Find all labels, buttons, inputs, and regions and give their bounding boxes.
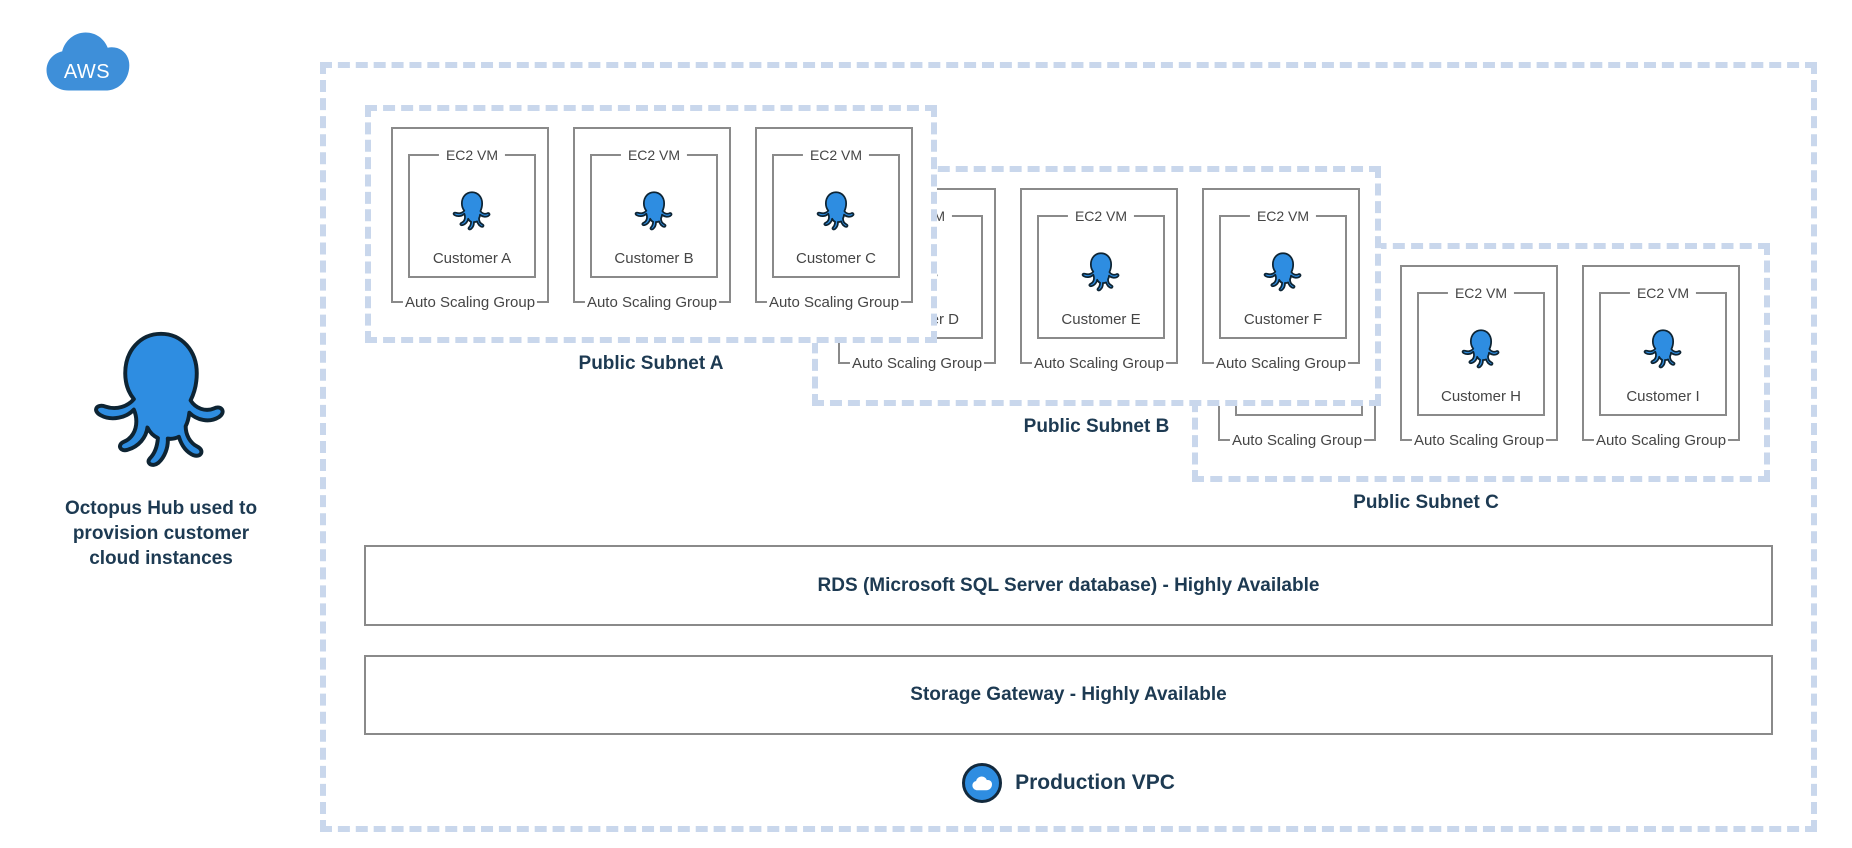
storage-gateway-label: Storage Gateway - Highly Available bbox=[910, 684, 1227, 705]
ec2-vm-box: EC2 VM Customer C bbox=[772, 147, 900, 278]
octopus-icon bbox=[815, 186, 857, 232]
hub-caption: Octopus Hub used to provision customer c… bbox=[64, 498, 258, 569]
customer-label: Customer A bbox=[432, 250, 512, 267]
public-subnet-c: EC2 VM Customer G Auto Scaling Group EC2… bbox=[1192, 243, 1770, 513]
ec2-vm-label: EC2 VM bbox=[620, 147, 688, 163]
subnet-label: Public Subnet A bbox=[578, 353, 724, 374]
subnet-label: Public Subnet B bbox=[1023, 416, 1170, 437]
asg-box: EC2 VM Customer B Auto Scaling Group bbox=[573, 127, 731, 311]
public-subnet-a: EC2 VM Customer A Auto Scaling Group EC2… bbox=[365, 105, 937, 374]
ec2-vm-box: EC2 VM Customer I bbox=[1599, 285, 1727, 416]
vpc-cloud-icon bbox=[962, 763, 1003, 803]
octopus-icon bbox=[1080, 247, 1122, 293]
vpc-caption-row: Production VPC bbox=[320, 760, 1817, 806]
octopus-hub-icon bbox=[87, 313, 235, 473]
customer-label: Customer H bbox=[1440, 388, 1522, 405]
asg-label: Auto Scaling Group bbox=[766, 294, 902, 311]
asg-label: Auto Scaling Group bbox=[584, 294, 720, 311]
storage-gateway-box: Storage Gateway - Highly Available bbox=[364, 655, 1773, 735]
rds-label: RDS (Microsoft SQL Server database) - Hi… bbox=[817, 574, 1320, 596]
customer-label: Customer E bbox=[1061, 311, 1141, 328]
rds-box: RDS (Microsoft SQL Server database) - Hi… bbox=[364, 545, 1773, 626]
vpc-label: Production VPC bbox=[1015, 771, 1175, 794]
octopus-icon bbox=[1460, 324, 1502, 370]
asg-label: Auto Scaling Group bbox=[1031, 355, 1167, 372]
asg-box: EC2 VM Customer A Auto Scaling Group bbox=[391, 127, 549, 311]
ec2-vm-box: EC2 VM Customer A bbox=[408, 147, 536, 278]
ec2-vm-label: EC2 VM bbox=[438, 147, 506, 163]
ec2-vm-box: EC2 VM Customer F bbox=[1219, 208, 1347, 339]
subnet-label: Public Subnet C bbox=[1353, 492, 1499, 513]
aws-label: AWS bbox=[63, 61, 111, 83]
octopus-icon bbox=[1262, 247, 1304, 293]
customer-label: Customer B bbox=[614, 250, 694, 267]
aws-cloud-icon: AWS bbox=[41, 25, 133, 99]
ec2-vm-label: EC2 VM bbox=[802, 147, 870, 163]
octopus-icon bbox=[451, 186, 493, 232]
asg-label: Auto Scaling Group bbox=[849, 355, 985, 372]
asg-label: Auto Scaling Group bbox=[1411, 432, 1547, 449]
customer-label: Customer F bbox=[1243, 311, 1323, 328]
ec2-vm-label: EC2 VM bbox=[1447, 285, 1515, 301]
octopus-icon bbox=[1642, 324, 1684, 370]
ec2-vm-label: EC2 VM bbox=[1067, 208, 1135, 224]
asg-box: EC2 VM Customer F Auto Scaling Group bbox=[1202, 188, 1360, 372]
asg-box: EC2 VM Customer C Auto Scaling Group bbox=[755, 127, 913, 311]
asg-label: Auto Scaling Group bbox=[402, 294, 538, 311]
production-vpc-boundary bbox=[320, 62, 1817, 832]
octopus-icon bbox=[633, 186, 675, 232]
asg-box: EC2 VM Customer E Auto Scaling Group bbox=[1020, 188, 1178, 372]
asg-label: Auto Scaling Group bbox=[1213, 355, 1349, 372]
asg-label: Auto Scaling Group bbox=[1593, 432, 1729, 449]
asg-label: Auto Scaling Group bbox=[1229, 432, 1365, 449]
customer-label: Customer I bbox=[1626, 388, 1700, 405]
customer-label: Customer C bbox=[795, 250, 877, 267]
ec2-vm-label: EC2 VM bbox=[1249, 208, 1317, 224]
ec2-vm-box: EC2 VM Customer E bbox=[1037, 208, 1165, 339]
ec2-vm-label: EC2 VM bbox=[1629, 285, 1697, 301]
asg-box: EC2 VM Customer I Auto Scaling Group bbox=[1582, 265, 1740, 449]
ec2-vm-box: EC2 VM Customer B bbox=[590, 147, 718, 278]
asg-box: EC2 VM Customer H Auto Scaling Group bbox=[1400, 265, 1558, 449]
ec2-vm-box: EC2 VM Customer H bbox=[1417, 285, 1545, 416]
cloud-glyph bbox=[971, 775, 993, 792]
